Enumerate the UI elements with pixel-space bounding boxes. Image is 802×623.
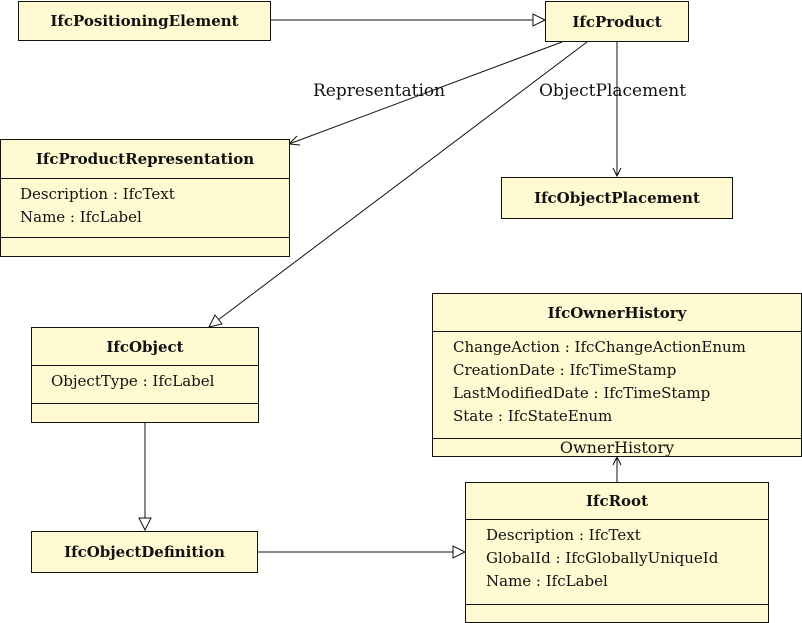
attribute: Name : IfcLabel: [486, 572, 608, 590]
connector-product-to-object: [217, 41, 588, 321]
relation-label-representation: Representation: [313, 81, 446, 101]
association-arrowhead: [612, 455, 622, 466]
class-name: IfcObjectPlacement: [534, 189, 700, 207]
class-ifcpositioningelement[interactable]: IfcPositioningElement: [18, 1, 271, 41]
association-arrowhead: [612, 167, 622, 178]
class-ifcproduct[interactable]: IfcProduct: [545, 1, 689, 42]
class-ifcobject[interactable]: IfcObject ObjectType : IfcLabel: [31, 327, 259, 423]
attribute: GlobalId : IfcGloballyUniqueId: [486, 549, 719, 567]
attribute: ChangeAction : IfcChangeActionEnum: [453, 338, 746, 356]
attribute: CreationDate : IfcTimeStamp: [453, 361, 677, 379]
generalization-arrowhead: [138, 517, 152, 532]
relation-label-object-placement: ObjectPlacement: [539, 81, 687, 101]
attribute: Description : IfcText: [486, 526, 641, 544]
attribute-compartment: Description : IfcText GlobalId : IfcGlob…: [466, 520, 768, 605]
class-ifcobjectdefinition[interactable]: IfcObjectDefinition: [31, 531, 258, 573]
class-ifcroot[interactable]: IfcRoot Description : IfcText GlobalId :…: [465, 482, 769, 623]
attribute-compartment: ObjectType : IfcLabel: [32, 366, 258, 404]
class-ifcobjectplacement[interactable]: IfcObjectPlacement: [501, 177, 733, 219]
attribute: Name : IfcLabel: [20, 208, 142, 226]
class-name: IfcProductRepresentation: [1, 140, 289, 179]
attribute: ObjectType : IfcLabel: [51, 372, 215, 390]
class-name: IfcObject: [32, 328, 258, 366]
class-ifcproductrepresentation[interactable]: IfcProductRepresentation Description : I…: [0, 139, 290, 257]
attribute: State : IfcStateEnum: [453, 407, 613, 425]
generalization-arrowhead: [208, 314, 223, 328]
attribute: LastModifiedDate : IfcTimeStamp: [453, 384, 711, 402]
association-end-owner-history: OwnerHistory: [559, 438, 675, 457]
class-name: IfcOwnerHistory: [433, 294, 801, 332]
attribute: Description : IfcText: [20, 185, 175, 203]
class-name: IfcRoot: [466, 483, 768, 520]
class-name: IfcProduct: [572, 12, 662, 31]
class-ifcownerhistory[interactable]: IfcOwnerHistory ChangeAction : IfcChange…: [432, 293, 802, 457]
attribute-compartment: Description : IfcText Name : IfcLabel: [1, 179, 289, 238]
generalization-arrowhead: [452, 545, 467, 559]
class-name: IfcObjectDefinition: [64, 543, 225, 561]
generalization-arrowhead: [532, 13, 547, 27]
class-name: IfcPositioningElement: [50, 12, 239, 30]
attribute-compartment: ChangeAction : IfcChangeActionEnum Creat…: [433, 332, 801, 439]
connector-product-to-representation: [288, 41, 563, 145]
